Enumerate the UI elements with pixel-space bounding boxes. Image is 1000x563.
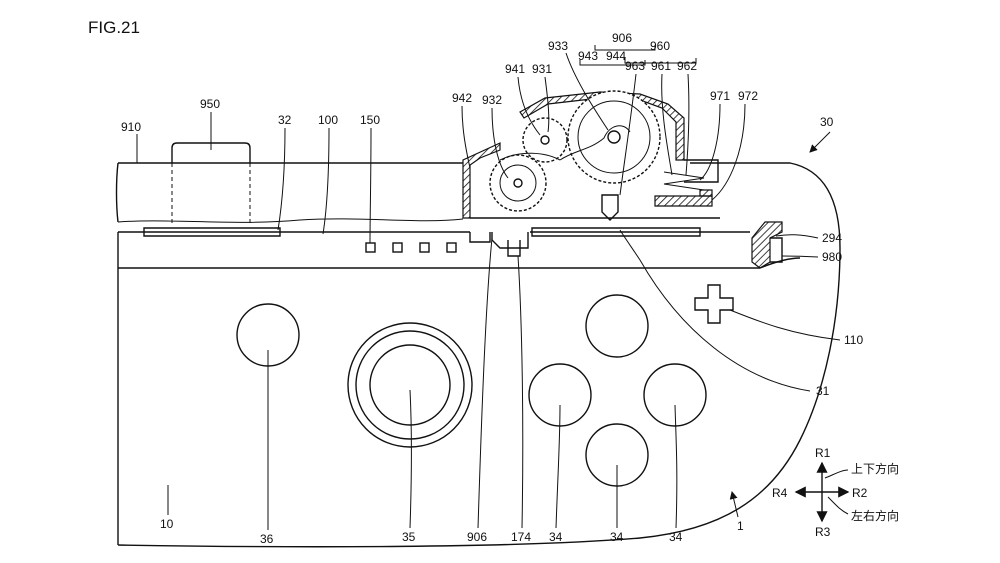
button-34-top [585, 294, 649, 358]
dir-r1: R1 [815, 446, 831, 460]
label-30: 30 [820, 115, 834, 129]
dir-vertical-text: 上下方向 [851, 461, 899, 476]
leader-lines [136, 45, 841, 530]
indicator-leds-150 [365, 242, 457, 253]
dpad-110 [694, 284, 734, 324]
label-971: 971 [710, 89, 730, 103]
label-906-top: 906 [612, 31, 632, 45]
label-941: 941 [505, 62, 525, 76]
label-35: 35 [402, 530, 416, 544]
label-980: 980 [822, 250, 842, 264]
label-32: 32 [278, 113, 292, 127]
label-910: 910 [121, 120, 141, 134]
label-110: 110 [844, 333, 863, 347]
slide-plate [143, 227, 701, 237]
label-961: 961 [651, 59, 671, 73]
label-906-bottom: 906 [467, 530, 487, 544]
label-34-a: 34 [549, 530, 563, 544]
label-950: 950 [200, 97, 220, 111]
label-942: 942 [452, 91, 472, 105]
label-294: 294 [822, 231, 842, 245]
label-943: 943 [578, 49, 598, 63]
label-962: 962 [677, 59, 697, 73]
label-960: 960 [650, 39, 670, 53]
analog-stick-35 [347, 322, 473, 448]
right-rail-294-980 [751, 221, 783, 269]
button-34-right [643, 363, 707, 427]
figure-title: FIG.21 [88, 18, 140, 37]
label-100: 100 [318, 113, 338, 127]
direction-legend: R1 R3 R2 R4 上下方向 左右方向 [772, 446, 899, 539]
label-34-c: 34 [669, 530, 683, 544]
label-944: 944 [606, 49, 626, 63]
label-10: 10 [160, 517, 174, 531]
label-972: 972 [738, 89, 758, 103]
label-174: 174 [511, 530, 531, 544]
label-36: 36 [260, 532, 274, 546]
dir-r2: R2 [852, 486, 868, 500]
label-150: 150 [360, 113, 380, 127]
reference-labels: 910 950 32 100 150 942 932 941 931 933 9… [121, 31, 863, 546]
label-931: 931 [532, 62, 552, 76]
label-1: 1 [737, 519, 744, 533]
rail-member-910 [115, 162, 464, 223]
label-34-b: 34 [610, 530, 624, 544]
dir-r3: R3 [815, 525, 831, 539]
lock-mechanism-906 [462, 90, 720, 257]
label-933: 933 [548, 39, 568, 53]
label-963: 963 [625, 59, 645, 73]
housing-upper-100 [117, 231, 760, 269]
label-932: 932 [482, 93, 502, 107]
dir-horizontal-text: 左右方向 [851, 508, 899, 523]
label-31: 31 [816, 384, 830, 398]
slider-950 [171, 142, 251, 226]
dir-r4: R4 [772, 486, 788, 500]
